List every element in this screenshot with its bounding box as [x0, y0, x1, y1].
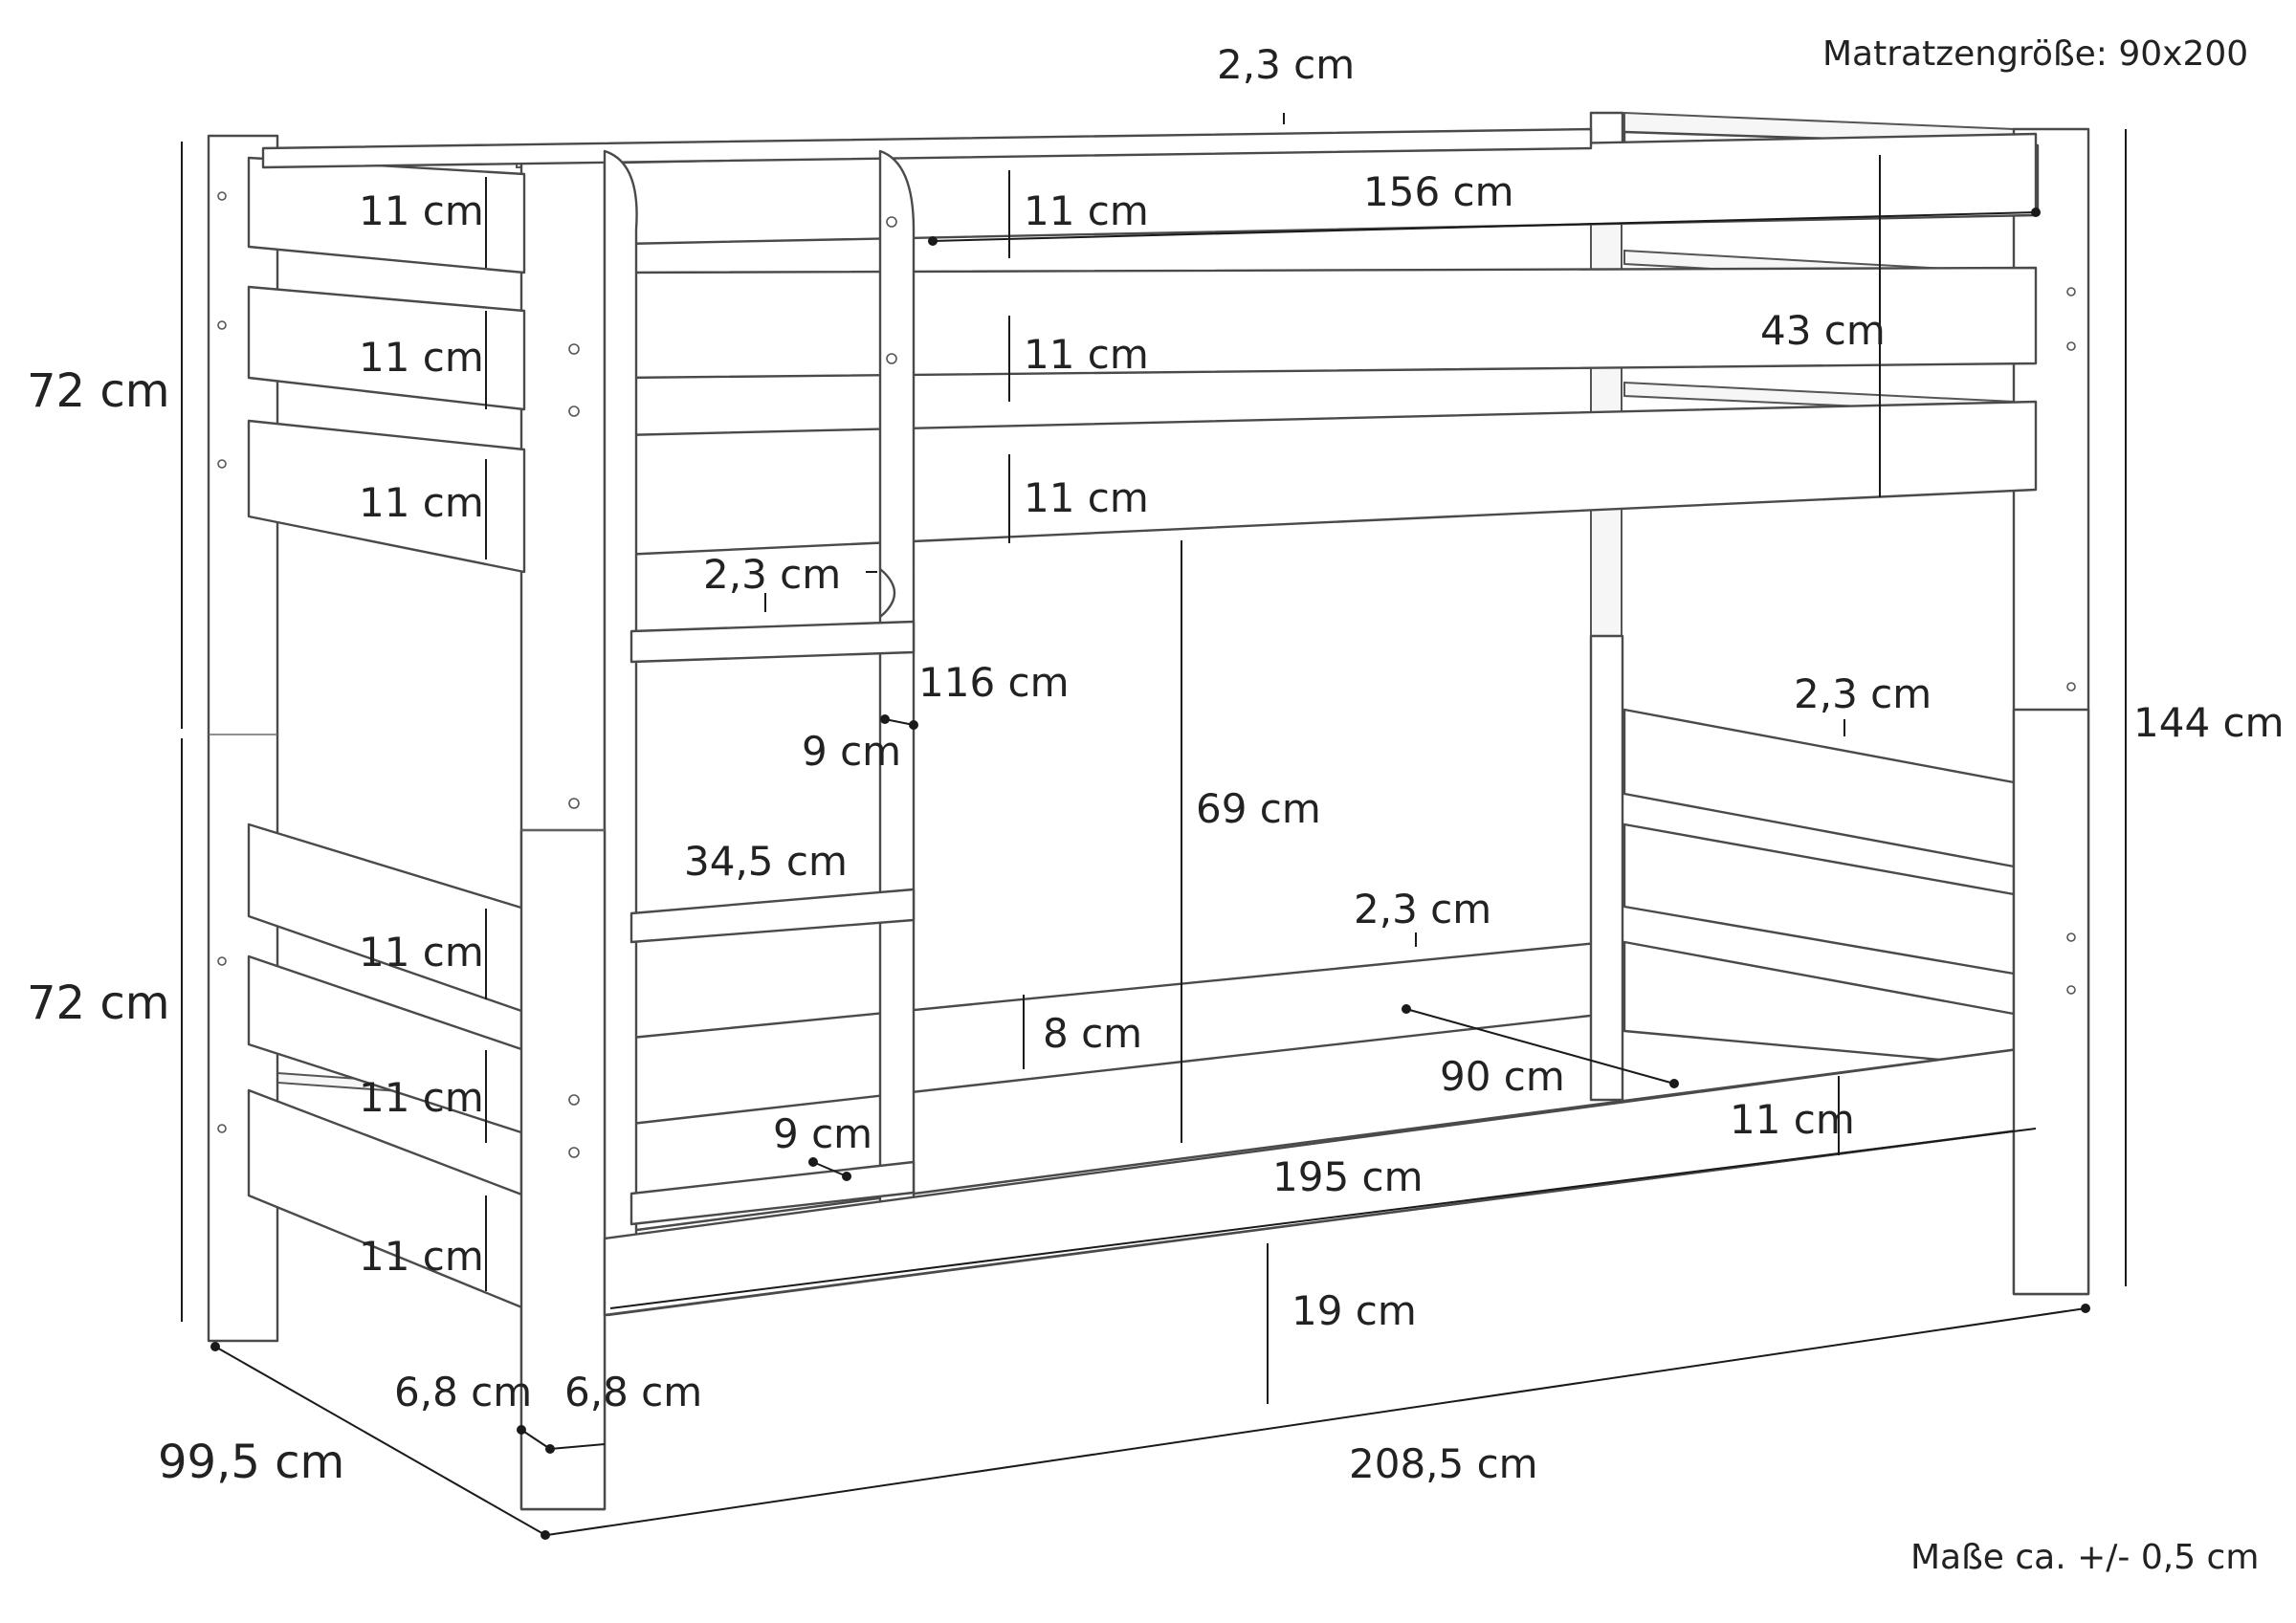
left-lower-rails [247, 822, 526, 1310]
rung-depth-lower-label: 9 cm [773, 1110, 872, 1157]
dimension-labels: Matratzengröße: 90x200 Maße ca. +/- 0,5 … [27, 34, 2285, 1577]
foot-rail-thickness-label: 2,3 cm [1354, 886, 1491, 932]
head-upper-rail-3-label: 11 cm [359, 479, 484, 526]
head-lower-rail-3-label: 11 cm [359, 1233, 484, 1280]
total-height-label: 144 cm [2133, 699, 2285, 746]
bed-structure [207, 111, 2090, 1511]
upper-guard-height-label: 43 cm [1760, 307, 1886, 354]
left-upper-rails [247, 156, 526, 574]
floor-clearance-label: 19 cm [1292, 1287, 1417, 1334]
side-upper-rail-1-label: 11 cm [1024, 187, 1149, 234]
overall-length-label: 208,5 cm [1349, 1440, 1538, 1487]
inner-length-label: 195 cm [1272, 1153, 1424, 1200]
ladder-rung [629, 620, 916, 664]
ladder-rung [629, 888, 916, 944]
ladder-height-label: 116 cm [918, 659, 1070, 706]
left-front-lower-post [519, 828, 607, 1511]
lower-section-height-label: 72 cm [27, 976, 169, 1030]
lower-side-rail-label: 8 cm [1043, 1010, 1142, 1057]
post-width-label: 6,8 cm [564, 1369, 702, 1415]
post-depth-label: 6,8 cm [394, 1369, 532, 1415]
mattress-size-label: Matratzengröße: 90x200 [1822, 34, 2248, 74]
dimension-lines [181, 113, 2127, 1540]
side-upper-rail-2-label: 11 cm [1024, 331, 1149, 378]
ladder-width-label: 34,5 cm [684, 838, 848, 885]
lower-front-rail-label: 11 cm [1730, 1096, 1855, 1143]
upper-section-height-label: 72 cm [27, 364, 169, 418]
right-lower-post [2012, 708, 2090, 1296]
upper-inner-length-label: 156 cm [1363, 168, 1514, 215]
rung-depth-upper-label: 9 cm [802, 728, 901, 775]
head-lower-rail-2-label: 11 cm [359, 1074, 484, 1121]
inner-width-label: 90 cm [1440, 1053, 1565, 1100]
tolerance-label: Maße ca. +/- 0,5 cm [1910, 1538, 2259, 1577]
clearance-height-label: 69 cm [1196, 785, 1321, 832]
head-upper-rail-1-label: 11 cm [359, 187, 484, 234]
overall-width-label: 99,5 cm [158, 1436, 344, 1489]
back-lower-post [1589, 634, 1624, 1102]
ladder-rung-thickness-label: 2,3 cm [703, 551, 841, 598]
top-rail-thickness-label: 2,3 cm [1217, 41, 1355, 88]
head-upper-rail-2-label: 11 cm [359, 334, 484, 381]
head-lower-rail-1-label: 11 cm [359, 929, 484, 976]
lower-side-thickness-label: 2,3 cm [1794, 670, 1932, 717]
side-upper-rail-3-label: 11 cm [1024, 474, 1149, 521]
